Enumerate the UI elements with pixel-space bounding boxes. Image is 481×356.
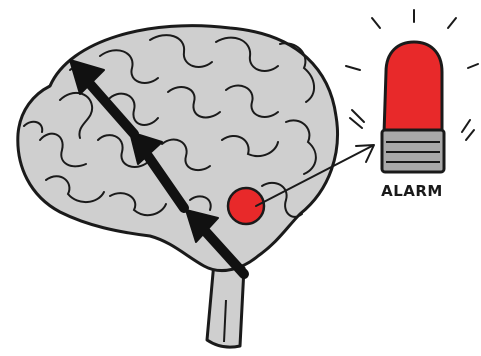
alarm-label: ALARM — [381, 182, 443, 200]
brain-icon — [18, 26, 338, 271]
alarm-bulb — [384, 42, 442, 134]
amygdala-spot — [228, 188, 264, 224]
alarm-light-icon — [382, 42, 444, 172]
